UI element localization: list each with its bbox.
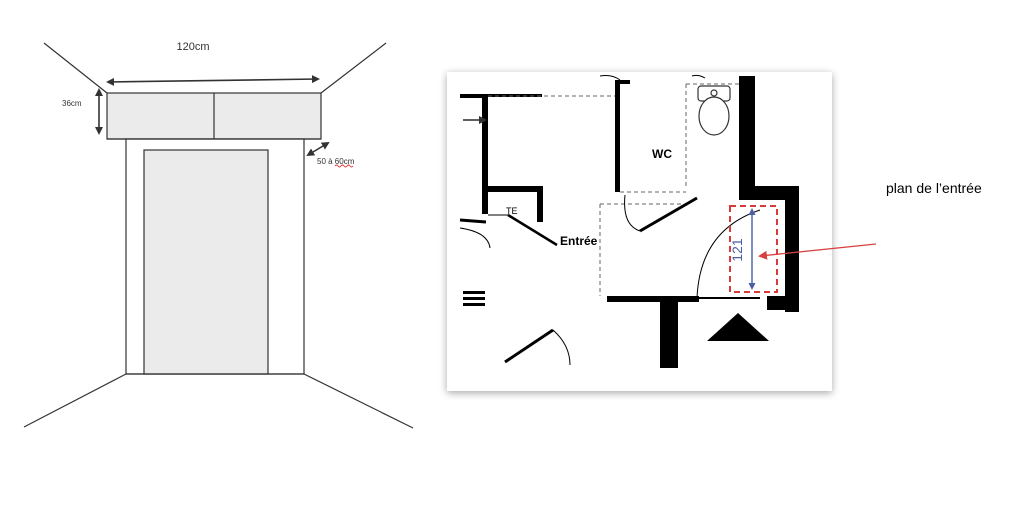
plan-dashed-lines [488, 83, 739, 296]
depth-label: 50 à 60cm [317, 157, 355, 166]
closet-sketch [23, 42, 414, 429]
depth-label-value: 60cm [335, 157, 355, 166]
room-label-wc: WC [652, 147, 672, 161]
closet-zone-highlight [729, 205, 778, 293]
plan-caption: plan de l’entrée [886, 180, 982, 196]
spellcheck-underline [334, 164, 354, 168]
depth-label-prefix: 50 à [317, 157, 335, 166]
wardrobe-door [143, 149, 269, 375]
closet-dimension-label: 121 [729, 238, 745, 262]
width-dimension-arrow [106, 75, 320, 86]
corner-line-bottom-left [23, 373, 127, 428]
room-label-entree: Entrée [560, 234, 598, 248]
room-label-te: TE [506, 206, 518, 216]
floor-plan-card [447, 72, 832, 391]
width-label: 120cm [176, 41, 209, 53]
toilet-icon [697, 85, 731, 136]
plan-walls [460, 76, 799, 368]
depth-dimension-arrow [306, 141, 330, 157]
plan-doors [459, 74, 761, 366]
floor-plan: WC TE Entrée 121 [447, 72, 832, 391]
height-label: 36cm [62, 99, 82, 108]
corner-line-top-right [320, 42, 387, 94]
entrance-marker-icon [707, 313, 769, 341]
pointer-arrow [758, 243, 877, 260]
corner-line-bottom-right [303, 373, 414, 429]
corner-line-top-left [43, 42, 108, 94]
